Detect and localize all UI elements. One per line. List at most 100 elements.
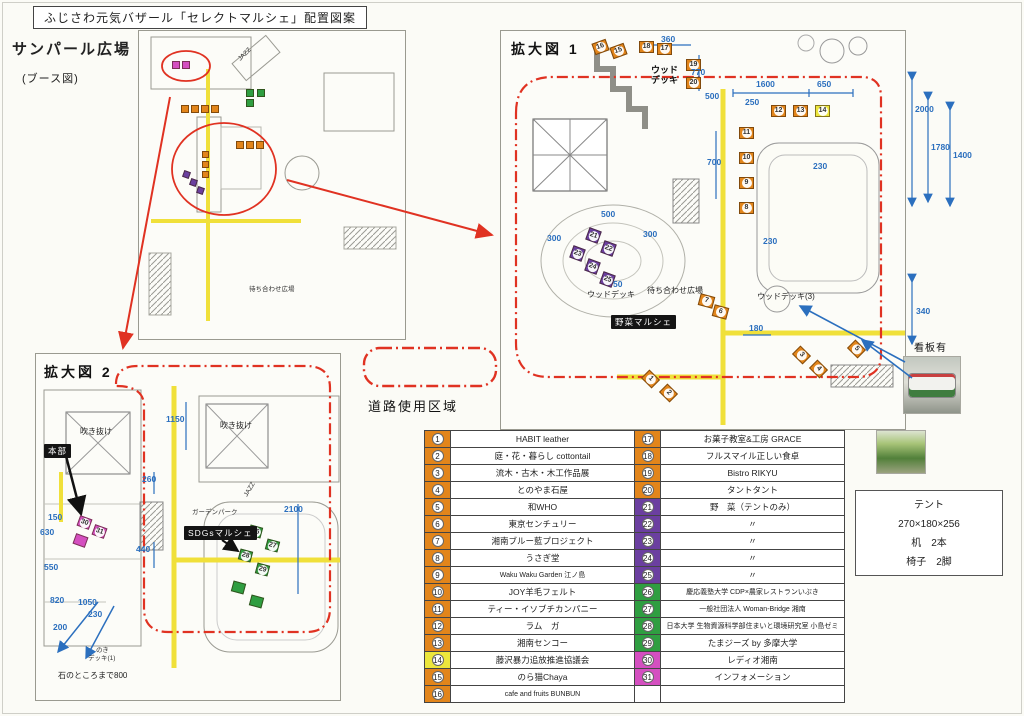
vendor-number-cell: 8: [424, 549, 451, 567]
vendor-number: 30: [641, 654, 654, 666]
vendor-number: 8: [431, 552, 444, 564]
booth-marker: 10: [739, 152, 754, 164]
booth-number: 31: [93, 525, 106, 538]
vendor-name-cell: 和WHO: [450, 498, 635, 516]
vendor-name-cell: たまジーズ by 多摩大学: [660, 634, 845, 652]
vendor-number-cell: 7: [424, 532, 451, 550]
map-label: 500: [705, 91, 720, 101]
vendor-number: 5: [431, 501, 444, 513]
booth-number: 8: [741, 203, 752, 213]
map-label: SDGsマルシェ: [184, 526, 257, 540]
map-label: 250: [745, 97, 760, 107]
vendor-name-cell: 庭・花・暮らし cottontail: [450, 447, 635, 465]
vendor-number-cell: 15: [424, 668, 451, 686]
vendor-name-cell: 慶応義塾大学 CDP×農家レストランいぶき: [660, 583, 845, 601]
tent-spec-line: テント: [914, 500, 944, 511]
vendor-number: 17: [641, 433, 654, 445]
vendor-number: 2: [431, 450, 444, 462]
vendor-number: 23: [641, 535, 654, 547]
vendor-number-cell: 28: [634, 617, 661, 635]
zoom1-map-svg: [514, 34, 905, 425]
vendor-number-cell: 29: [634, 634, 661, 652]
vendor-name-cell: ティー・イソブチカンパニー: [450, 600, 635, 618]
booth-marker: [202, 151, 209, 158]
map-label: デッキ: [651, 75, 679, 85]
vendor-number-cell: 18: [634, 447, 661, 465]
booth-marker: 13: [793, 105, 808, 117]
vendor-name-cell: 湘南センコー: [450, 634, 635, 652]
booth-marker: [181, 105, 189, 113]
map-label: 300: [643, 229, 658, 239]
vendor-number: 4: [431, 484, 444, 496]
map-label: 野菜マルシェ: [611, 315, 677, 329]
vendor-number: 18: [641, 450, 654, 462]
map-label: 230: [88, 609, 103, 619]
vendor-name-cell: cafe and fruits BUNBUN: [450, 685, 635, 703]
map-label: デッキ(1): [88, 655, 116, 662]
map-label: 吹き抜け: [80, 427, 112, 436]
booth-number: 10: [741, 153, 752, 163]
vendor-number: 20: [641, 484, 654, 496]
vendor-number: 1: [431, 433, 444, 445]
map-label: 1600: [756, 79, 775, 89]
map-label: 500: [601, 209, 616, 219]
vendor-number-cell: 12: [424, 617, 451, 635]
booth-marker: [182, 61, 190, 69]
map-label: 650: [817, 79, 832, 89]
booth-number: 18: [641, 42, 652, 52]
booth-number: 25: [601, 273, 614, 286]
map-label: 石のところまで800: [58, 671, 128, 680]
booth-marker: [246, 141, 254, 149]
map-label: 1050: [78, 597, 97, 607]
tent-spec-line: 机 2本: [911, 538, 947, 549]
dim-label: 2000: [915, 104, 934, 114]
map-label: 550: [44, 562, 59, 572]
booth-marker: [256, 141, 264, 149]
map-label: 1150: [166, 414, 185, 424]
vendor-name-cell: 野 菜（テントのみ）: [660, 498, 845, 516]
zoom2-map-svg: [43, 364, 340, 668]
vendor-number-cell: 31: [634, 668, 661, 686]
booth-number: 9: [741, 178, 752, 188]
vendor-name-cell: Waku Waku Garden 江ノ島: [450, 566, 635, 584]
map-label: ガーデンパーク: [192, 509, 238, 516]
booth-number: 19: [688, 60, 699, 70]
booth-marker: 20: [686, 77, 701, 89]
map-label: ウッドデッキ: [587, 290, 635, 299]
vendor-number-cell: 22: [634, 515, 661, 533]
plaza-subtitle: (ブース図): [22, 73, 79, 85]
vendor-number: 16: [431, 688, 444, 700]
zoom2-map-panel: 拡大図 2 3031262728291150260210044015063055…: [35, 353, 341, 701]
booth-marker: [201, 105, 209, 113]
map-label: 230: [813, 161, 828, 171]
vendor-name-cell: 流木・古木・木工作品展: [450, 464, 635, 482]
map-label: 230: [763, 236, 778, 246]
vendor-name-cell: JOY羊毛フェルト: [450, 583, 635, 601]
vendor-number-cell: [634, 685, 661, 703]
map-label: 50: [613, 279, 623, 289]
zoom2-title: 拡大図 2: [44, 364, 113, 380]
vendor-name-cell: レディオ湘南: [660, 651, 845, 669]
vendor-name-cell: 〃: [660, 515, 845, 533]
vendor-number: 14: [431, 654, 444, 666]
signboard-label: 看板有: [914, 343, 947, 354]
map-label: 630: [40, 527, 55, 537]
booth-number: 12: [773, 106, 784, 116]
vendor-number: 25: [641, 569, 654, 581]
vendor-number: 24: [641, 552, 654, 564]
map-label: 770: [691, 67, 706, 77]
vendor-number-cell: 16: [424, 685, 451, 703]
vendor-number-cell: 30: [634, 651, 661, 669]
booth-number: 11: [741, 128, 752, 138]
vendor-number: 15: [431, 671, 444, 683]
